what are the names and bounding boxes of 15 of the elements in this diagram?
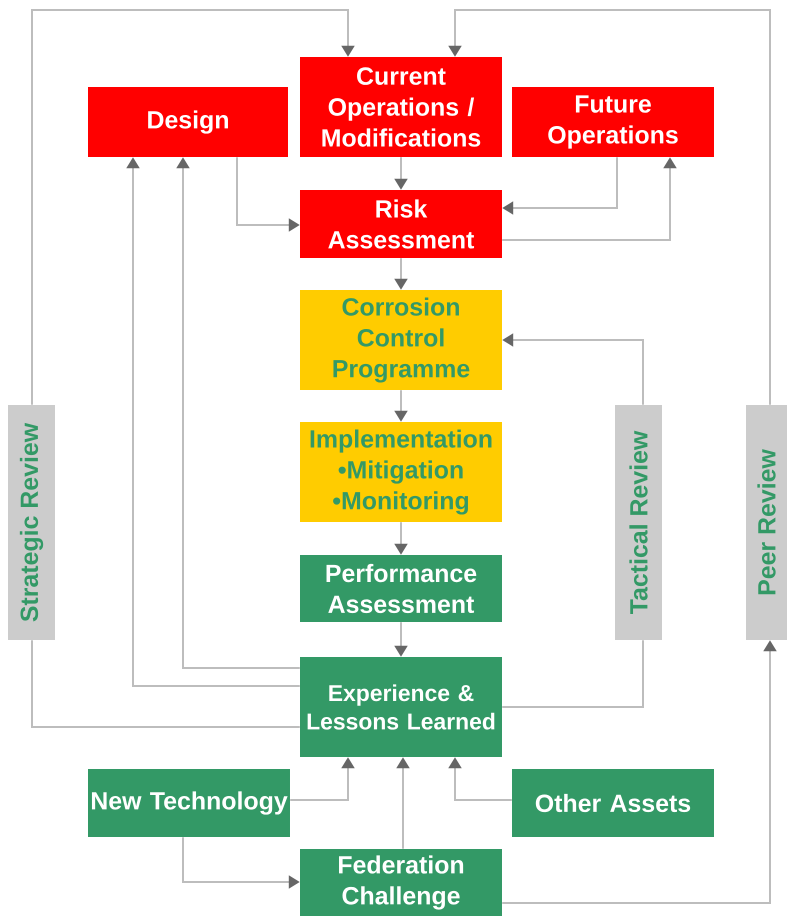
process-box: Risk Assessment xyxy=(300,190,502,258)
process-box: Design xyxy=(88,87,288,157)
process-box: Other Assets xyxy=(512,769,714,837)
review-bar: Peer Review xyxy=(746,405,787,640)
process-box: Current Operations / Modifications xyxy=(300,57,502,157)
review-bar: Tactical Review xyxy=(615,405,662,640)
process-box: Corrosion Control Programme xyxy=(300,290,502,390)
process-box: Federation Challenge xyxy=(300,849,502,916)
process-box: Implementation •Mitigation •Monitoring xyxy=(300,422,502,522)
arrow xyxy=(31,9,355,405)
process-box: Experience & Lessons Learned xyxy=(300,657,502,757)
process-box: Performance Assessment xyxy=(300,555,502,622)
process-box: New Technology xyxy=(88,769,290,837)
process-box: Future Operations xyxy=(512,87,714,157)
review-bar: Strategic Review xyxy=(8,405,55,640)
